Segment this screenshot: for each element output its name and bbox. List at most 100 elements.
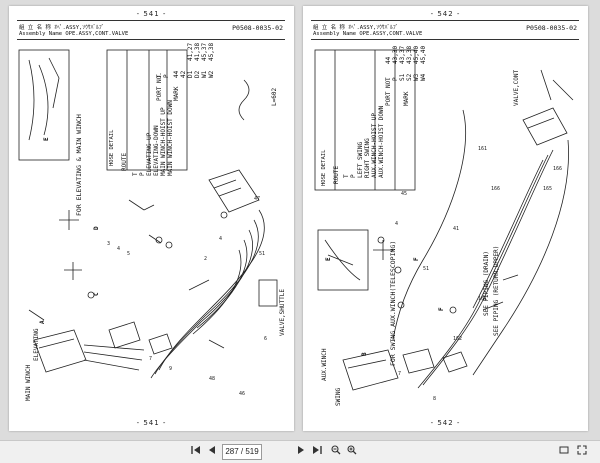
page-number-input[interactable]: 287 / 519	[222, 444, 262, 460]
hose-port-cell: D1	[187, 70, 194, 78]
hose-mark-cell: 45,37	[201, 42, 208, 61]
zoom-in-icon[interactable]	[346, 445, 358, 459]
hose-port-cell: T	[385, 77, 392, 81]
svg-text:5: 5	[127, 251, 130, 257]
hose-route-cell: AUX.WINCH-HOIST DOWN	[378, 105, 385, 178]
hose-route-cell: LEFT SWING	[357, 141, 364, 178]
document-viewer: - 541 - 組 立 名 称 ｵﾍﾟ.ASSY,ｿｳｻﾊﾞﾙﾌﾞ Assemb…	[9, 6, 588, 431]
see-piping-return-note: SEE PIPING (RETURN,UPPER)	[493, 245, 500, 336]
left-header-line1: 組 立 名 称 ｵﾍﾟ.ASSY,ｿｳｻﾊﾞﾙﾌﾞ	[19, 25, 105, 31]
left-page-number-bottom: - 541 -	[136, 419, 167, 427]
hose-mark-cell: 41,38	[194, 42, 201, 61]
svg-text:161: 161	[478, 146, 487, 152]
hose-route-cell: ELEVATING-DOWN	[153, 125, 160, 176]
hose-route-cell: P	[350, 174, 357, 178]
fit-width-icon[interactable]	[558, 445, 570, 459]
right-page: - 542 - 組 立 名 称 ｵﾍﾟ.ASSY,ｿｳｻﾊﾞﾙﾌﾞ Assemb…	[303, 6, 588, 431]
svg-text:165: 165	[543, 186, 552, 192]
svg-text:7: 7	[398, 371, 401, 377]
elevating-label: ELEVATING	[33, 328, 40, 361]
right-header-line2: Assembly Name OPE.ASSY,CONT.VALVE	[313, 31, 423, 37]
right-header-line1: 組 立 名 称 ｵﾍﾟ.ASSY,ｿｳｻﾊﾞﾙﾌﾞ	[313, 25, 399, 31]
hose-mark-cell: 44	[385, 56, 392, 64]
right-section-title: FOR SWING AUX.WINCH(TELESCOPING)	[389, 240, 397, 366]
first-page-icon[interactable]	[190, 445, 202, 459]
left-header-line2: Assembly Name OPE.ASSY,CONT.VALVE	[19, 31, 129, 37]
right-hose-col-port: PORT NO.	[385, 77, 392, 106]
left-hose-title: HOSE DETAIL	[109, 129, 115, 166]
length-ref-label: L=602	[271, 87, 278, 106]
hose-mark-cell: 43,37	[399, 45, 406, 64]
viewer-toolbar: 287 / 519	[0, 440, 600, 463]
svg-text:7: 7	[149, 356, 152, 362]
svg-text:161: 161	[478, 296, 487, 302]
hose-route-cell: T	[343, 174, 350, 178]
hose-port-cell: S1	[399, 73, 406, 81]
svg-text:51: 51	[259, 251, 265, 257]
view-label-b: B	[361, 352, 368, 356]
svg-text:8: 8	[433, 396, 436, 402]
hose-port-cell: D2	[194, 70, 201, 78]
hose-port-cell: W4	[420, 73, 427, 81]
hose-mark-cell: 41,27	[187, 42, 194, 61]
left-section-title: FOR ELEVATING & MAIN WINCH	[75, 114, 83, 216]
right-page-header: 組 立 名 称 ｵﾍﾟ.ASSY,ｿｳｻﾊﾞﾙﾌﾞ Assembly Name …	[311, 20, 579, 40]
hose-port-cell: T	[156, 74, 163, 78]
svg-text:6: 6	[264, 336, 267, 342]
svg-text:4: 4	[117, 246, 120, 252]
svg-text:9: 9	[169, 366, 172, 372]
hose-route-cell: T	[132, 172, 139, 176]
left-hose-col-mark: MARK	[173, 86, 180, 101]
hose-mark-cell: 45,40	[413, 45, 420, 64]
previous-page-icon[interactable]	[206, 445, 218, 459]
view-label-d: D	[93, 226, 100, 230]
hose-port-cell: W3	[413, 73, 420, 81]
hose-port-cell: P	[392, 77, 399, 81]
svg-text:4: 4	[395, 221, 398, 227]
svg-text:162: 162	[453, 336, 462, 342]
svg-text:47: 47	[254, 196, 260, 202]
svg-text:2: 2	[204, 256, 207, 262]
left-page-header: 組 立 名 称 ｵﾍﾟ.ASSY,ｿｳｻﾊﾞﾙﾌﾞ Assembly Name …	[17, 20, 285, 40]
svg-text:48: 48	[209, 376, 215, 382]
aux-winch-label: AUX.WINCH	[321, 348, 328, 381]
left-hose-col-route: ROUTE	[121, 152, 128, 171]
svg-text:41: 41	[453, 226, 459, 232]
zoom-out-icon[interactable]	[330, 445, 342, 459]
hose-route-cell: AUX.WINCH-HOIST UP	[371, 112, 378, 178]
left-page-number-top: - 541 -	[136, 10, 167, 18]
view-label-f: F	[438, 307, 445, 311]
left-drawing-code: P0508-0035-02	[232, 24, 283, 32]
hose-mark-cell: 43,38	[406, 45, 413, 64]
svg-text:4: 4	[219, 236, 222, 242]
hose-mark-cell: 45,40	[420, 45, 427, 64]
see-piping-drain-note: SEE PIPING (DRAIN)	[483, 250, 490, 316]
right-hose-col-route: ROUTE	[333, 165, 340, 184]
hose-port-cell: S2	[406, 73, 413, 81]
hose-route-cell: P	[139, 172, 146, 176]
hose-port-cell: W1	[201, 70, 208, 78]
main-winch-label: MAIN WINCH	[25, 364, 32, 401]
hose-route-cell: MAIN WINCH-HOIST UP	[160, 107, 167, 176]
valve-cont-label: VALVE,CONT	[513, 69, 520, 106]
svg-text:3: 3	[107, 241, 110, 247]
hose-port-cell: P	[163, 74, 170, 78]
right-page-number-bottom: - 542 -	[430, 419, 461, 427]
hose-route-cell: ELEVATING-UP	[146, 132, 153, 176]
svg-text:166: 166	[553, 166, 562, 172]
view-label-c: C	[93, 292, 100, 296]
next-page-icon[interactable]	[295, 445, 307, 459]
hose-mark-cell: 42	[180, 70, 187, 78]
last-page-icon[interactable]	[311, 445, 323, 459]
left-page: - 541 - 組 立 名 称 ｵﾍﾟ.ASSY,ｿｳｻﾊﾞﾙﾌﾞ Assemb…	[9, 6, 294, 431]
right-page-number-top: - 542 -	[430, 10, 461, 18]
fullscreen-icon[interactable]	[576, 445, 588, 459]
valve-shuttle-label: VALVE,SHUTTLE	[279, 289, 286, 336]
hose-port-cell: W2	[208, 70, 215, 78]
view-label-e: E	[325, 257, 332, 261]
hose-mark-cell: 44	[173, 70, 180, 78]
right-hose-col-mark: MARK	[403, 91, 410, 106]
hose-route-cell: MAIN WINCH-HOIST DOWN	[167, 100, 174, 176]
view-label-a: A	[39, 320, 46, 324]
